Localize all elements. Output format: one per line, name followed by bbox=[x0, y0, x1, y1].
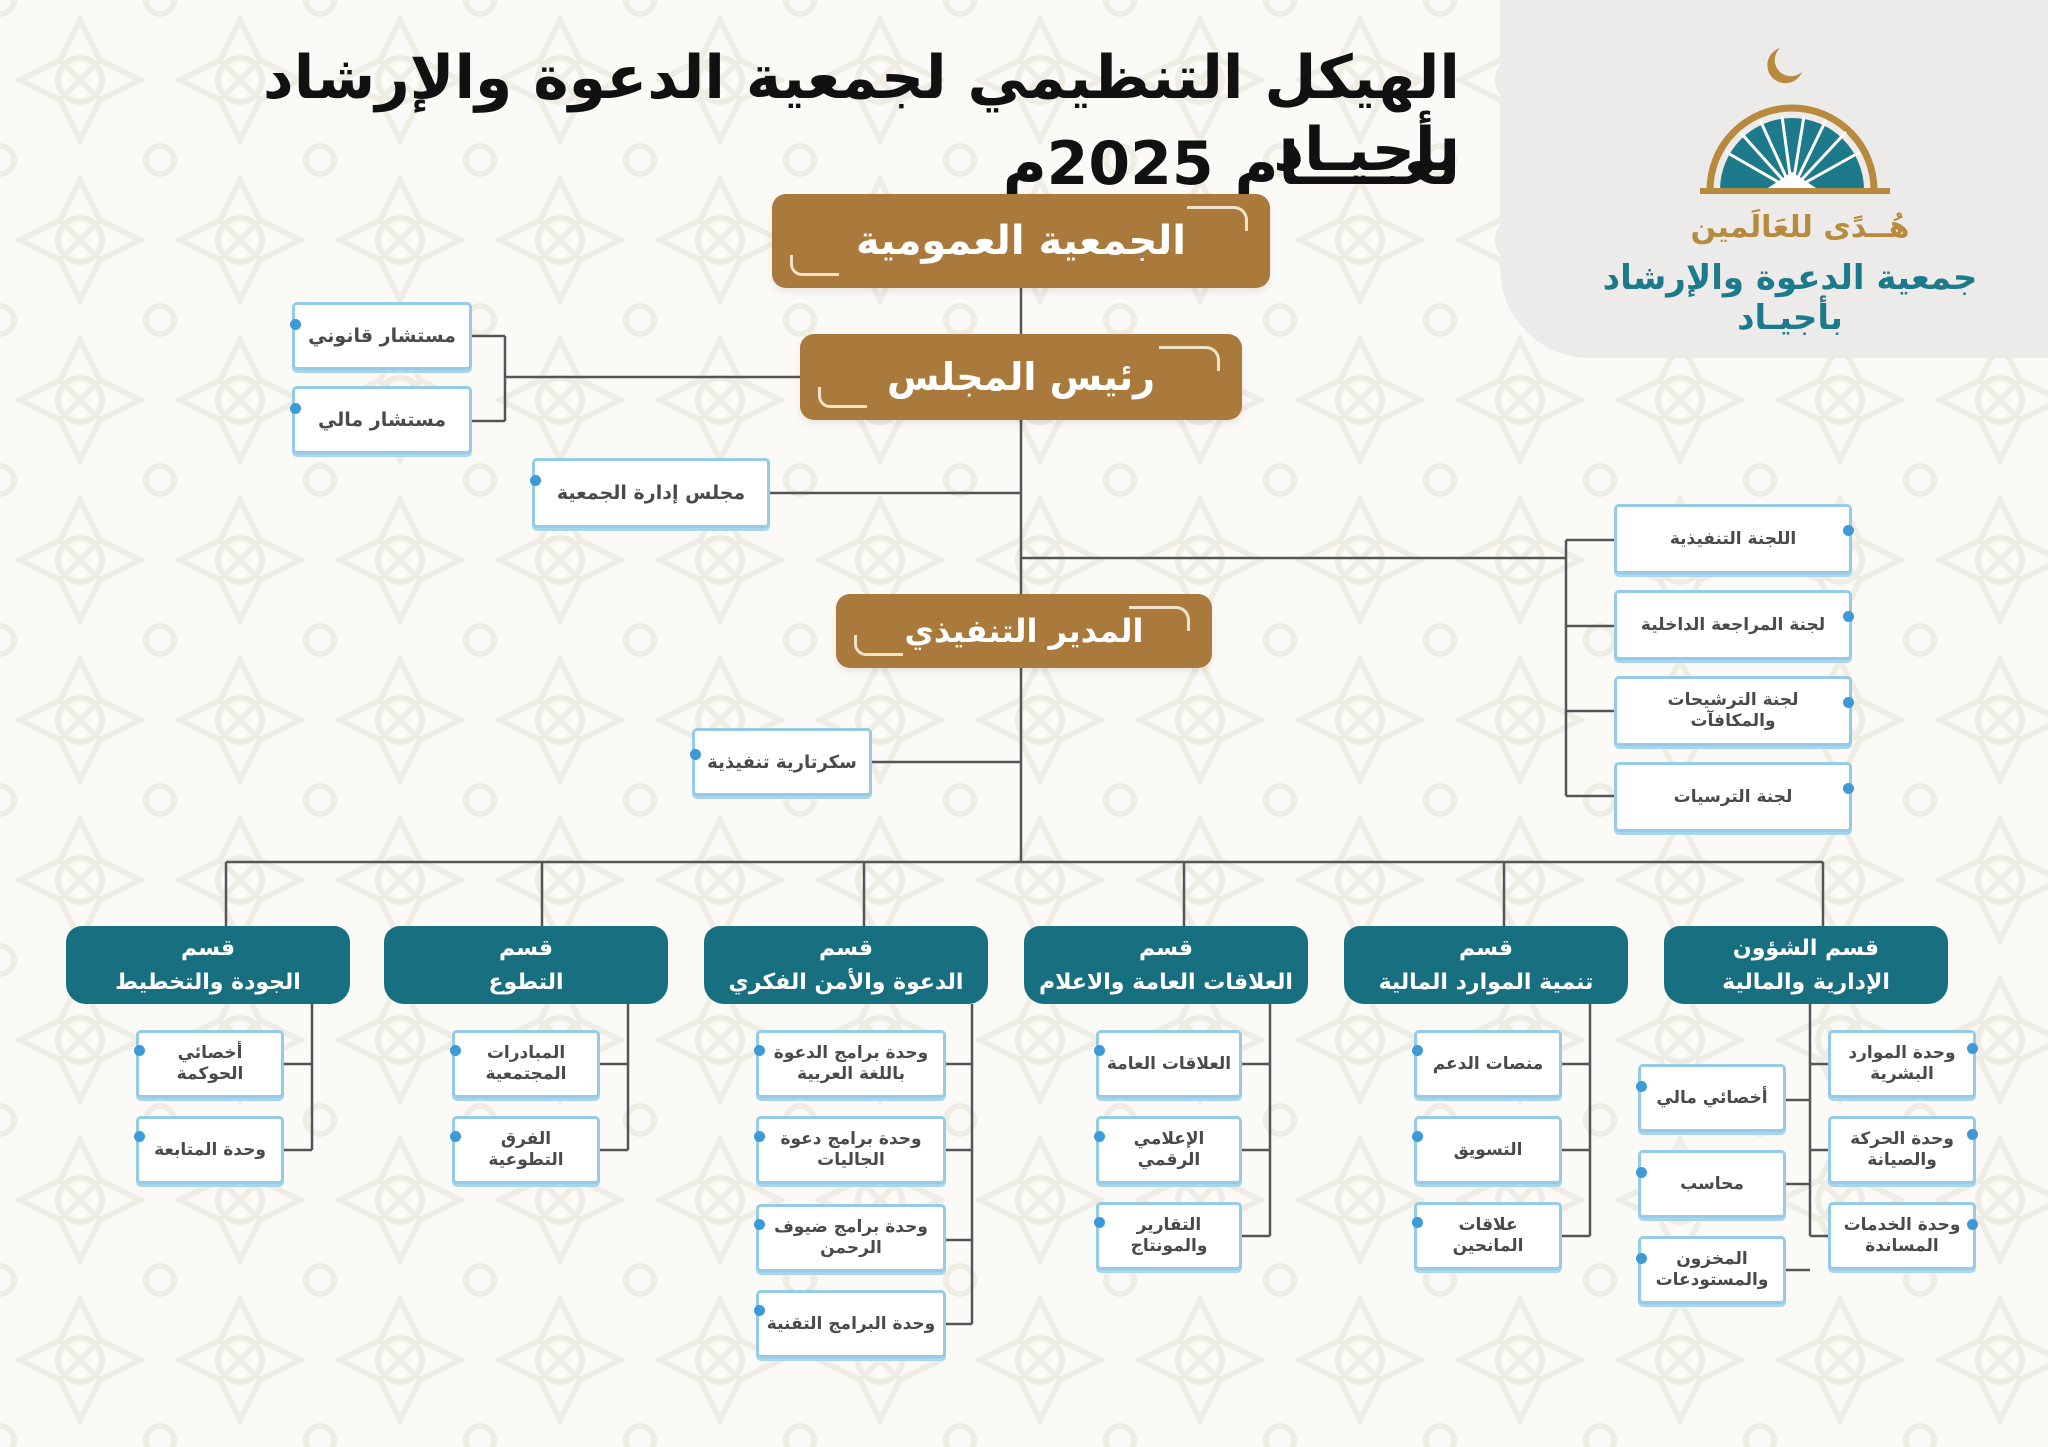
chairman-box: رئيس المجلس bbox=[800, 334, 1242, 420]
logo-brand-text: هُــدًى للعَالَمين bbox=[1690, 210, 1910, 245]
financial-advisor-label: مستشار مالي bbox=[317, 408, 447, 431]
node-dot-icon bbox=[1636, 1081, 1647, 1092]
node-dot-icon bbox=[134, 1045, 145, 1056]
page-title: الهيكل التنظيمي لجمعية الدعوة والإرشاد ب… bbox=[262, 43, 1460, 185]
node-dot-icon bbox=[1843, 697, 1854, 708]
node-dot-icon bbox=[134, 1131, 145, 1142]
unit-box: أخصائي الحوكمة bbox=[134, 1030, 284, 1098]
unit-box: التقارير والمونتاج bbox=[1094, 1202, 1242, 1270]
board-label: مجلس إدارة الجمعية bbox=[556, 481, 746, 504]
board-box: مجلس إدارة الجمعية bbox=[530, 458, 770, 528]
unit-box: وحدة الخدمات المساندة bbox=[1828, 1202, 1978, 1270]
committee-label: لجنة المراجعة الداخلية bbox=[1640, 614, 1826, 635]
unit-box: العلاقات العامة bbox=[1094, 1030, 1242, 1098]
node-dot-icon bbox=[1843, 783, 1854, 794]
node-dot-icon bbox=[754, 1305, 765, 1316]
node-dot-icon bbox=[1843, 611, 1854, 622]
node-dot-icon bbox=[450, 1131, 461, 1142]
unit-box: وحدة الحركة والصيانة bbox=[1828, 1116, 1978, 1184]
committee-label: لجنة الترشيحات والمكافآت bbox=[1667, 690, 1799, 731]
unit-box: المبادرات المجتمعية bbox=[450, 1030, 600, 1098]
executive-director-box: المدير التنفيذي bbox=[836, 594, 1212, 668]
legal-advisor-box: مستشار قانوني bbox=[290, 302, 472, 370]
node-dot-icon bbox=[450, 1045, 461, 1056]
unit-box: علاقات المانحين bbox=[1412, 1202, 1562, 1270]
unit-box: وحدة المتابعة bbox=[134, 1116, 284, 1184]
unit-box: المخزون والمستودعات bbox=[1636, 1236, 1786, 1304]
committee-box: لجنة الترسيات bbox=[1614, 762, 1854, 832]
unit-box: أخصائي مالي bbox=[1636, 1064, 1786, 1132]
committee-label: اللجنة التنفيذية bbox=[1669, 528, 1797, 549]
legal-advisor-label: مستشار قانوني bbox=[308, 324, 456, 347]
node-dot-icon bbox=[690, 749, 701, 760]
node-dot-icon bbox=[1967, 1043, 1978, 1054]
node-dot-icon bbox=[1636, 1167, 1647, 1178]
general-assembly-box: الجمعية العمومية bbox=[772, 194, 1270, 288]
node-dot-icon bbox=[1412, 1131, 1423, 1142]
unit-box: وحدة برامج الدعوة باللغة العربية bbox=[754, 1030, 946, 1098]
committee-box: لجنة المراجعة الداخلية bbox=[1614, 590, 1854, 660]
node-dot-icon bbox=[1094, 1045, 1105, 1056]
node-dot-icon bbox=[530, 475, 541, 486]
secretariat-label: سكرتارية تنفيذية bbox=[707, 751, 857, 773]
logo-emblem-icon bbox=[1700, 48, 1890, 194]
node-dot-icon bbox=[1967, 1219, 1978, 1230]
unit-box: محاسب bbox=[1636, 1150, 1786, 1218]
node-dot-icon bbox=[754, 1219, 765, 1230]
committee-box: لجنة الترشيحات والمكافآت bbox=[1614, 676, 1854, 746]
committee-label: لجنة الترسيات bbox=[1673, 786, 1793, 807]
unit-box: وحدة برامج ضيوف الرحمن bbox=[754, 1204, 946, 1272]
node-dot-icon bbox=[1967, 1129, 1978, 1140]
node-dot-icon bbox=[1412, 1217, 1423, 1228]
node-dot-icon bbox=[290, 319, 301, 330]
node-dot-icon bbox=[1094, 1131, 1105, 1142]
unit-box: الفرق التطوعية bbox=[450, 1116, 600, 1184]
unit-box: الإعلامي الرقمي bbox=[1094, 1116, 1242, 1184]
node-dot-icon bbox=[1636, 1253, 1647, 1264]
node-dot-icon bbox=[754, 1045, 765, 1056]
unit-box: وحدة برامج دعوة الجاليات bbox=[754, 1116, 946, 1184]
node-dot-icon bbox=[1412, 1045, 1423, 1056]
node-dot-icon bbox=[1843, 525, 1854, 536]
unit-box: منصات الدعم bbox=[1412, 1030, 1562, 1098]
node-dot-icon bbox=[754, 1131, 765, 1142]
committee-box: اللجنة التنفيذية bbox=[1614, 504, 1854, 574]
secretariat-box: سكرتارية تنفيذية bbox=[690, 728, 872, 796]
node-dot-icon bbox=[290, 403, 301, 414]
unit-box: التسويق bbox=[1412, 1116, 1562, 1184]
unit-box: وحدة البرامج التقنية bbox=[754, 1290, 946, 1358]
unit-box: وحدة الموارد البشرية bbox=[1828, 1030, 1978, 1098]
financial-advisor-box: مستشار مالي bbox=[290, 386, 472, 454]
logo-subtitle: جمعية الدعوة والإرشاد بأجيـاد bbox=[1602, 258, 1978, 338]
page-title-year: لعـــــام 2025م bbox=[1002, 129, 1460, 199]
node-dot-icon bbox=[1094, 1217, 1105, 1228]
